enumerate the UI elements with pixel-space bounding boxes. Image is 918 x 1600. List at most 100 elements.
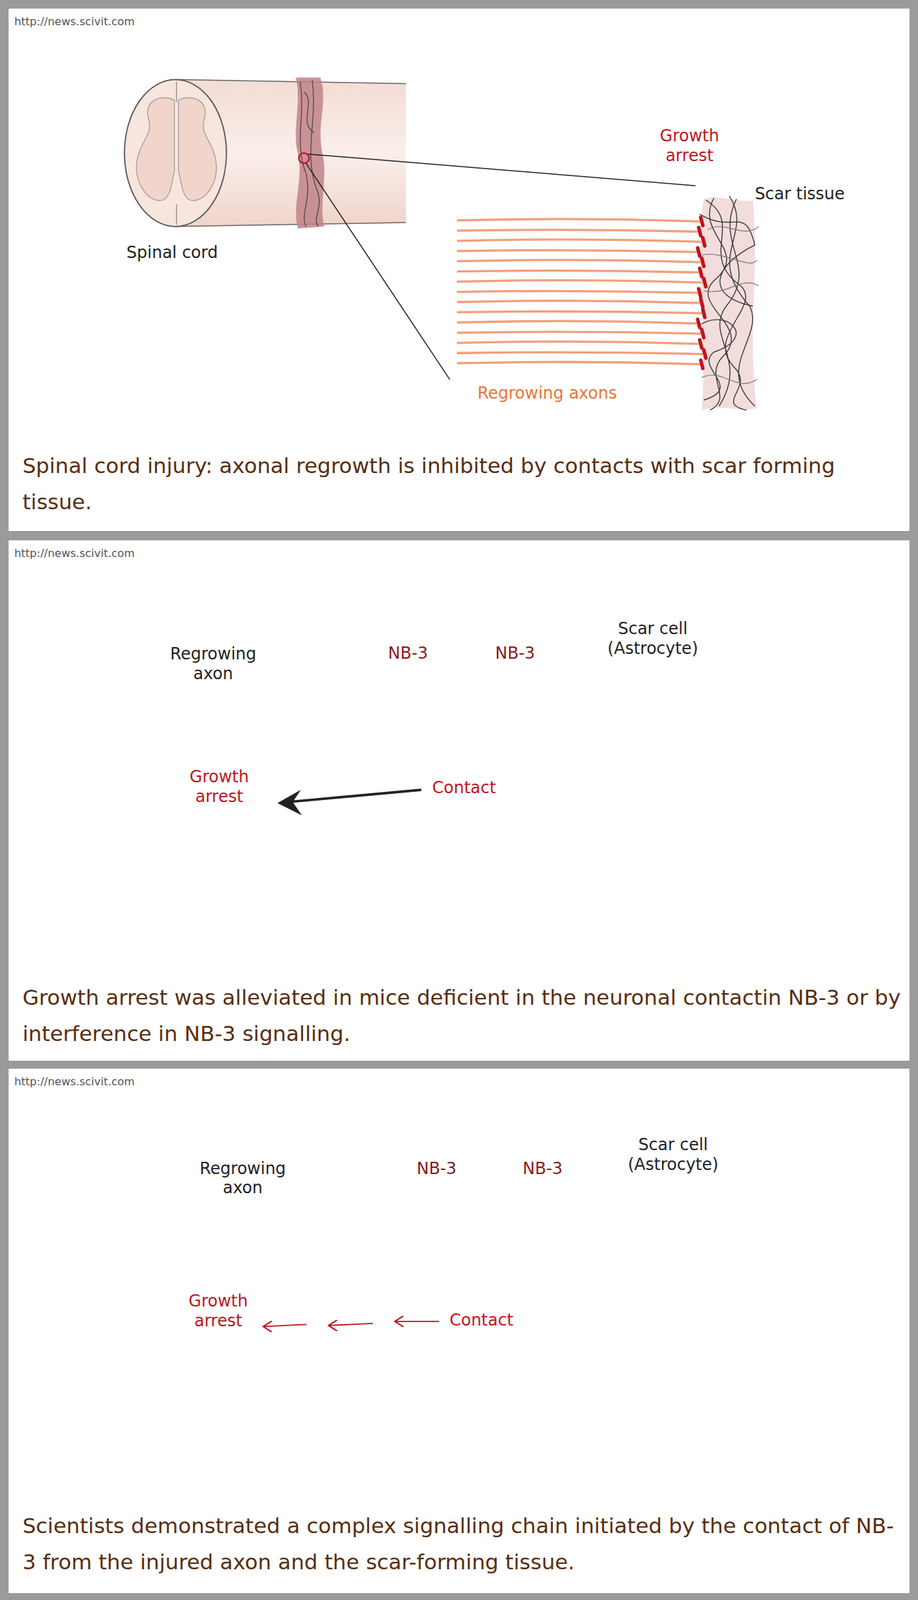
- source-url: http://news.scivit.com: [14, 15, 136, 28]
- text-slot: http://news.scivit.com: [14, 15, 136, 28]
- text-slot: Scar cell (Astrocyte): [627, 1135, 719, 1175]
- scar-tissue-scribble: [697, 195, 755, 411]
- text-slot: NB-3: [416, 1158, 456, 1179]
- nb3-protein: NB-3: [379, 1158, 494, 1290]
- panel-caption: Growth arrest was alleviated in mice def…: [22, 979, 907, 1052]
- text-slot: NB-3: [522, 1158, 563, 1179]
- figure-label: Spinal cord: [126, 242, 218, 263]
- protein-ring: [483, 685, 557, 759]
- scar-cell: Scar cell (Astrocyte): [576, 565, 719, 979]
- scar-cell-label: Scar cell (Astrocyte): [607, 619, 699, 659]
- protein-label: NB-3: [388, 643, 428, 664]
- signal-chain-arrows: [263, 1315, 439, 1331]
- panel: http://news.scivit.comSpinal cord injury…: [8, 8, 910, 532]
- text-slot: Growth arrest was alleviated in mice def…: [22, 979, 907, 1052]
- protein-body: [489, 1181, 596, 1288]
- growth-arrest-marks: [697, 217, 706, 368]
- protein-label: NB-3: [495, 643, 536, 664]
- injury-scar-band: [295, 77, 325, 229]
- axon-terminal: Regrowing axonGrowth arrest: [152, 589, 357, 886]
- figure-label: Scar tissue: [754, 184, 845, 205]
- chain-arrows: [263, 1315, 439, 1331]
- axon-membrane: [152, 589, 353, 884]
- text-slot: Growth arrest: [189, 767, 250, 807]
- axon-membrane: [173, 1106, 381, 1417]
- protein-ring: [376, 685, 450, 759]
- source-url: http://news.scivit.com: [14, 1074, 136, 1088]
- text-slot: NB-3: [495, 643, 536, 664]
- text-slot: http://news.scivit.com: [14, 546, 136, 560]
- text-slot: Scientists demonstrated a complex signal…: [22, 1507, 907, 1581]
- text-slot: Spinal cord: [126, 242, 218, 263]
- contact-label: Contact: [432, 778, 496, 798]
- spinal-cord-drawing: [124, 77, 406, 229]
- figure-label: Regrowing axons: [477, 383, 618, 404]
- panel-ground: [8, 1068, 910, 1594]
- scar-cell-label: Scar cell (Astrocyte): [627, 1135, 719, 1175]
- axon-zoom: [457, 195, 759, 411]
- panel-ground: [8, 8, 910, 532]
- growth-arrest-label: Growth arrest: [188, 1291, 248, 1331]
- scar-cell-membrane: [580, 567, 714, 974]
- panel: Regrowing axonGrowth arrest NB-3 NB-3 Scar …: [8, 539, 910, 1062]
- protein-ring: [530, 1219, 572, 1261]
- protein-label: NB-3: [522, 1158, 563, 1179]
- signal-arrow: [277, 789, 422, 815]
- panel-caption: Scientists demonstrated a complex signal…: [22, 1507, 907, 1581]
- text-slot: NB-3: [388, 643, 428, 664]
- protein-ring: [503, 705, 544, 747]
- membrane-anchor: [589, 1225, 613, 1244]
- text-slot: Regrowing axon: [169, 644, 256, 684]
- panel: Regrowing axonGrowth arrest NB-3 NB-3 Scar …: [8, 1068, 910, 1594]
- protein-ring: [395, 705, 437, 747]
- cord-fissure: [176, 81, 177, 225]
- text-slot: Scar cell (Astrocyte): [607, 619, 699, 659]
- node-outline: [8, 539, 910, 1062]
- protein-body: [383, 1181, 490, 1288]
- text-slot: Scar tissue: [754, 184, 845, 205]
- node-outline: [173, 1106, 388, 1419]
- nb3-protein: NB-3: [457, 643, 572, 774]
- axon-label: Regrowing axon: [169, 644, 256, 684]
- text-slot: Growth arrest: [188, 1291, 248, 1331]
- scar-tissue-scribble-light: [701, 226, 759, 384]
- source-url: http://news.scivit.com: [14, 546, 136, 560]
- node-outline: [350, 643, 465, 774]
- node-outline: [457, 643, 572, 774]
- text-slot: Regrowing axons: [477, 383, 618, 404]
- panel-ground: [8, 539, 910, 1062]
- protein-label: NB-3: [416, 1158, 456, 1179]
- scar-cell-membrane: [606, 1085, 735, 1490]
- text-slot: Contact: [449, 1310, 514, 1331]
- text-slot: Growth arrest: [660, 126, 720, 166]
- scar-cell: Scar cell (Astrocyte): [586, 1083, 735, 1492]
- protein-ring: [404, 1200, 479, 1275]
- node-outline: [8, 8, 910, 532]
- regrowing-axon-lines: [457, 219, 704, 365]
- text-slot: http://news.scivit.com: [14, 1074, 136, 1088]
- growth-arrest-label: Growth arrest: [189, 767, 250, 807]
- node-outline: [379, 1158, 494, 1290]
- text-slot: Spinal cord injury: axonal regrowth is i…: [22, 447, 907, 521]
- nb3-protein: NB-3: [350, 643, 465, 774]
- zoom-marker: [298, 152, 310, 164]
- node-outline: [485, 1158, 600, 1290]
- protein-ring: [424, 1219, 466, 1261]
- protein-body: [462, 666, 568, 772]
- axon-label: Regrowing axon: [199, 1158, 286, 1199]
- text-slot: Regrowing axon: [199, 1158, 286, 1199]
- membrane-anchor: [373, 1225, 390, 1244]
- contact-label: Contact: [449, 1310, 514, 1331]
- cord-cross-section: [124, 79, 226, 227]
- zoom-leader-lines: [305, 154, 696, 380]
- grey-matter: [136, 97, 217, 201]
- axon-terminal: Regrowing axonGrowth arrest: [173, 1106, 388, 1419]
- protein-body: [354, 666, 461, 772]
- node-outline: [152, 589, 357, 886]
- nb3-protein: NB-3: [485, 1158, 600, 1290]
- membrane-anchor: [346, 709, 362, 729]
- panel-caption: Spinal cord injury: axonal regrowth is i…: [22, 447, 907, 521]
- arrow-head: [277, 789, 302, 815]
